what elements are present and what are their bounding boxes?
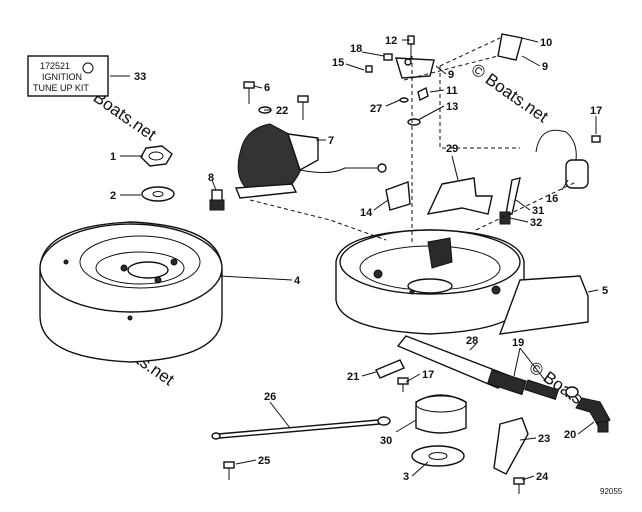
callout-9-upper: 9 — [448, 69, 454, 81]
callout-19: 19 — [512, 337, 524, 349]
throttle-cable — [396, 335, 611, 433]
clamp-30 — [415, 394, 467, 434]
dashed-guides — [249, 37, 577, 244]
callout-17-lower: 17 — [422, 369, 434, 381]
screw-24 — [513, 477, 525, 494]
armature-plate — [335, 229, 589, 335]
nut — [140, 145, 173, 167]
callout-1: 1 — [110, 151, 116, 163]
callout-33: 33 — [134, 71, 146, 83]
callout-3: 3 — [403, 471, 409, 483]
link-14 — [385, 181, 411, 211]
rod-26 — [211, 416, 391, 440]
callout-21: 21 — [347, 371, 359, 383]
callout-24: 24 — [536, 471, 549, 483]
callout-10: 10 — [540, 37, 552, 49]
callout-15: 15 — [332, 57, 344, 69]
callout-8: 8 — [208, 172, 214, 184]
throttle-cam — [426, 177, 493, 215]
leader-lines — [110, 37, 599, 481]
callout-27: 27 — [370, 103, 382, 115]
callout-31: 31 — [532, 205, 544, 217]
callout-13: 13 — [446, 101, 458, 113]
flywheel — [39, 221, 223, 363]
screw-25 — [223, 461, 235, 480]
callout-17-upper: 17 — [590, 105, 602, 117]
callout-5: 5 — [602, 285, 608, 297]
kit-box-line-2: IGNITION — [42, 72, 82, 82]
callout-12: 12 — [385, 35, 397, 47]
figure-number: 92055 — [600, 487, 623, 496]
callout-28: 28 — [466, 335, 478, 347]
callout-23: 23 — [538, 433, 550, 445]
callout-26: 26 — [264, 391, 276, 403]
callout-22: 22 — [276, 105, 288, 117]
kit-box-line-1: 172521 — [40, 61, 70, 71]
callout-18: 18 — [350, 43, 362, 55]
callout-6: 6 — [264, 82, 270, 94]
tune-up-kit-box: 172521 IGNITION TUNE UP KIT — [27, 55, 109, 97]
washer — [141, 186, 175, 202]
callout-11: 11 — [446, 85, 458, 97]
callout-14: 14 — [360, 207, 373, 219]
watermark-top-right: © Boats.net — [468, 60, 552, 127]
washer-3 — [411, 445, 465, 467]
callout-25: 25 — [258, 455, 270, 467]
callout-29: 29 — [446, 143, 458, 155]
callouts: 1 2 3 4 5 6 7 8 9 9 10 11 12 13 14 15 16… — [110, 35, 608, 483]
callout-9-right: 9 — [542, 61, 548, 73]
kit-box-line-3: TUNE UP KIT — [33, 83, 89, 93]
clip-21 — [375, 359, 409, 392]
callout-16: 16 — [546, 193, 558, 205]
callout-30: 30 — [380, 435, 392, 447]
spark-plug-terminal — [209, 189, 225, 211]
lever-23 — [493, 417, 529, 475]
callout-32: 32 — [530, 217, 542, 229]
condenser — [535, 129, 601, 189]
callout-4: 4 — [294, 275, 301, 287]
ignition-coil — [234, 123, 387, 199]
callout-7: 7 — [328, 135, 334, 147]
callout-2: 2 — [110, 190, 116, 202]
callout-20: 20 — [564, 429, 576, 441]
